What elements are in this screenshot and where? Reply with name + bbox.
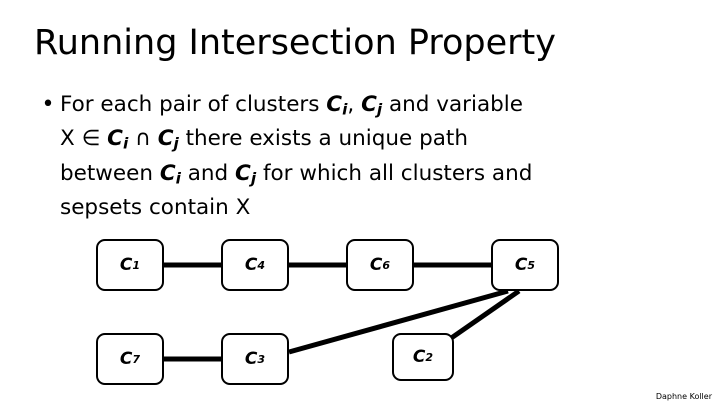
cluster-node-label: C — [412, 347, 426, 367]
cluster-node-label: C — [119, 255, 133, 275]
bullet-line-4: sepsets contain X — [60, 195, 251, 221]
bullet-line-2: X ∈ Ci ∩ Cj there exists a unique path — [60, 126, 468, 153]
bullet-marker: • — [41, 92, 55, 117]
page-title: Running Intersection Property — [34, 23, 556, 63]
bullet-line-1: For each pair of clusters Ci, Cj and var… — [60, 92, 524, 119]
list-item: • For each pair of clusters Ci, Cj and v… — [36, 90, 686, 223]
cluster-node-label: C — [369, 255, 383, 275]
credit-label: Daphne Koller — [655, 392, 712, 401]
bullet-text: For each pair of clusters Ci, Cj and var… — [60, 90, 532, 223]
cluster-node-subscript: 5 — [527, 258, 536, 272]
cluster-node-subscript: 7 — [132, 352, 141, 366]
cluster-node-subscript: 6 — [382, 258, 391, 272]
cluster-node-subscript: 4 — [257, 258, 266, 272]
cluster-node-label: C — [244, 255, 258, 275]
cluster-node-label: C — [119, 349, 133, 369]
cluster-node-subscript: 1 — [132, 258, 141, 272]
cluster-node-label: C — [244, 349, 258, 369]
cluster-node-label: C — [514, 255, 528, 275]
bullet-list: • For each pair of clusters Ci, Cj and v… — [36, 90, 686, 223]
graph-edge-c2-c5 — [445, 288, 521, 344]
cluster-node-subscript: 3 — [257, 352, 266, 366]
cluster-node-subscript: 2 — [425, 350, 434, 364]
bullet-line-3: between Ci and Cj for which all clusters… — [60, 160, 533, 188]
